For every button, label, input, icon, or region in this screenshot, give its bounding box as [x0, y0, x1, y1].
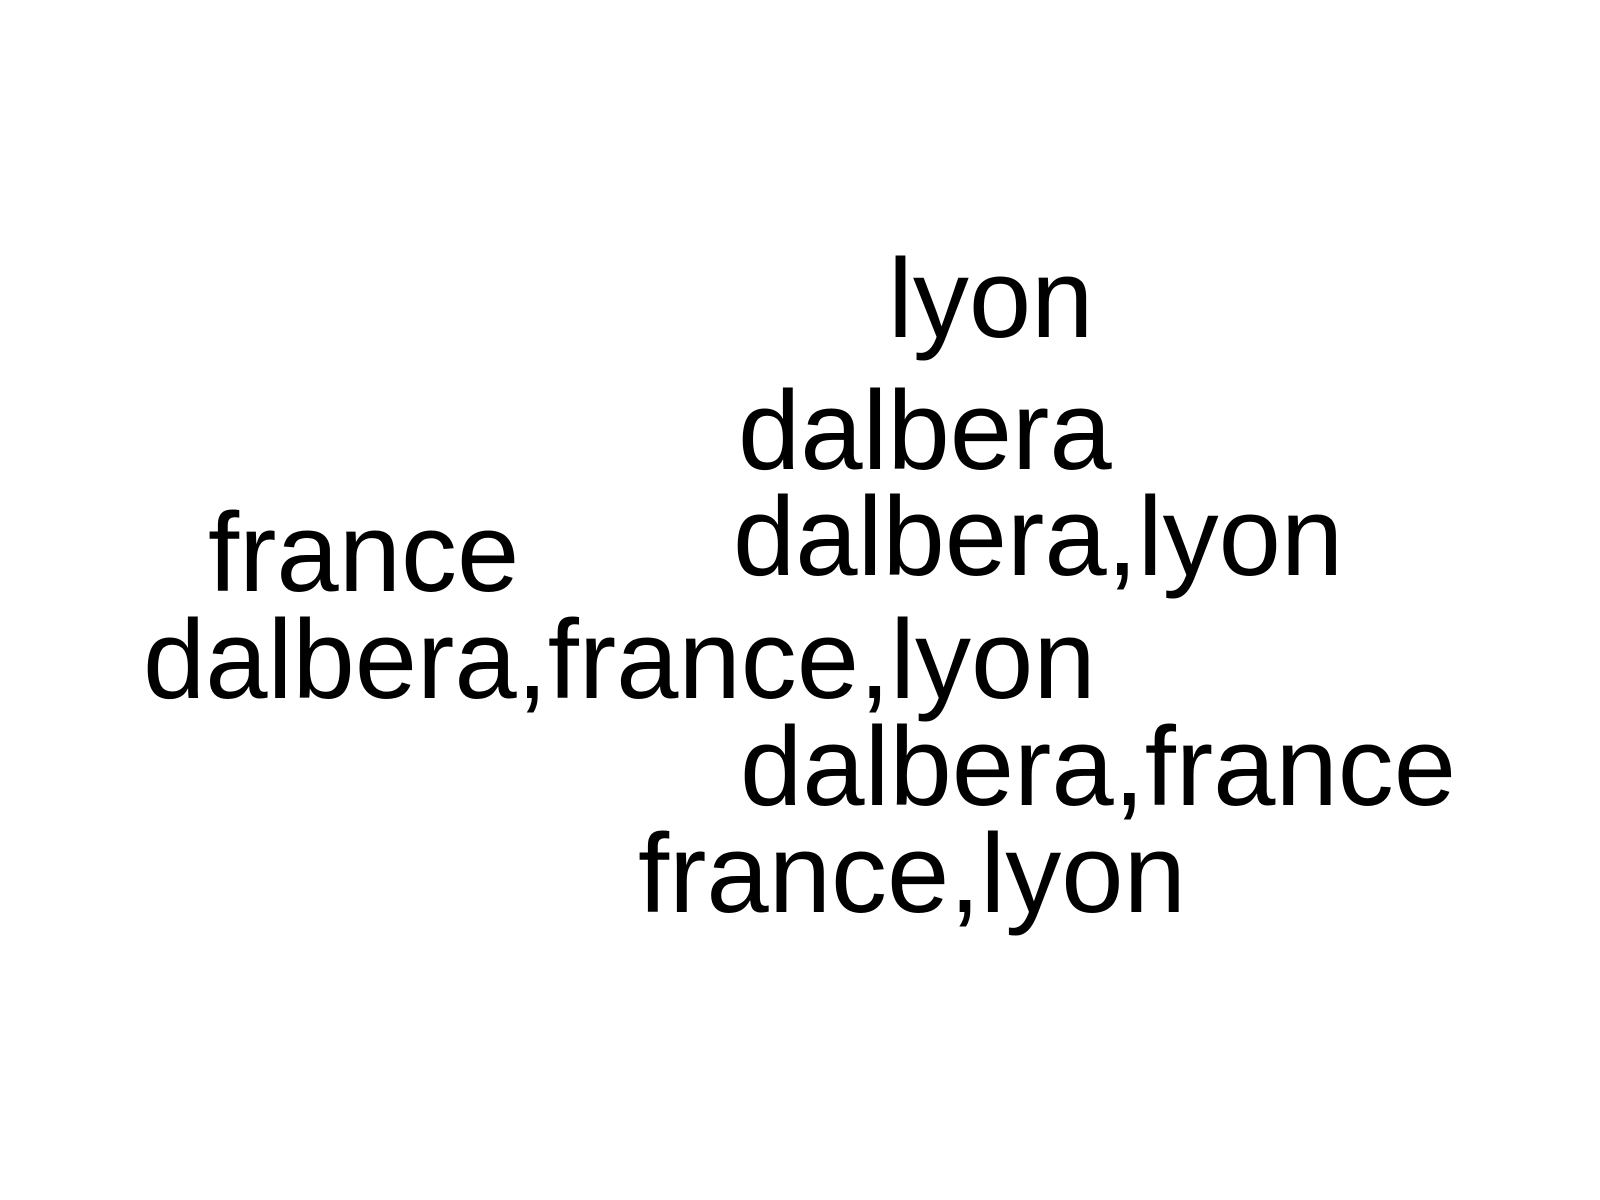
word-france: france [208, 490, 520, 615]
word-dalbera-france-lyon: dalbera,france,lyon [143, 597, 1096, 722]
word-dalbera-lyon: dalbera,lyon [733, 474, 1344, 599]
word-france-lyon: france,lyon [638, 811, 1186, 936]
word-dalbera: dalbera [738, 368, 1112, 493]
word-dalbera-france: dalbera,france [740, 704, 1457, 829]
word-lyon: lyon [888, 236, 1094, 361]
